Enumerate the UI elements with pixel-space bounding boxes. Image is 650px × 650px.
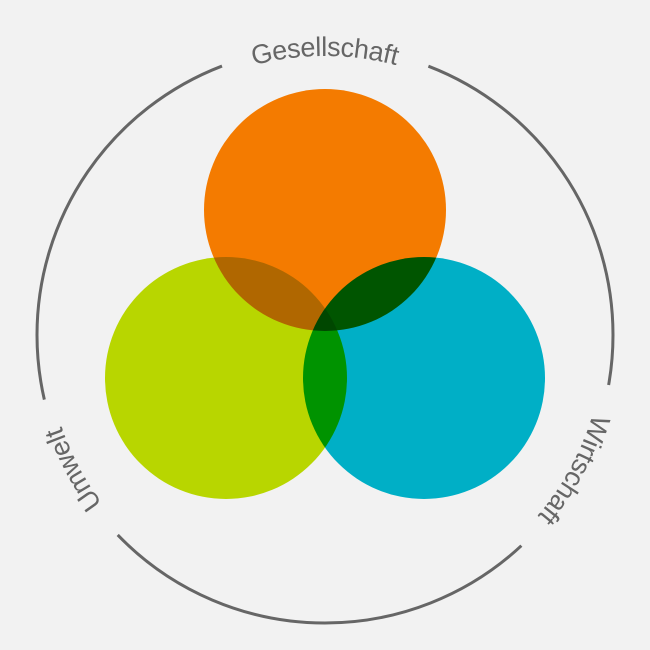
label-wirtschaft-text: Wirtschaft: [533, 412, 616, 532]
economy-circle: [303, 257, 545, 499]
label-umwelt-text: Umwelt: [39, 424, 108, 517]
label-gesellschaft-text: Gesellschaft: [248, 32, 402, 71]
label-wirtschaft: Wirtschaft: [533, 412, 616, 532]
venn-circles: [105, 89, 545, 499]
label-umwelt: Umwelt: [39, 424, 108, 517]
label-gesellschaft: Gesellschaft: [248, 32, 402, 71]
environment-circle: [105, 257, 347, 499]
